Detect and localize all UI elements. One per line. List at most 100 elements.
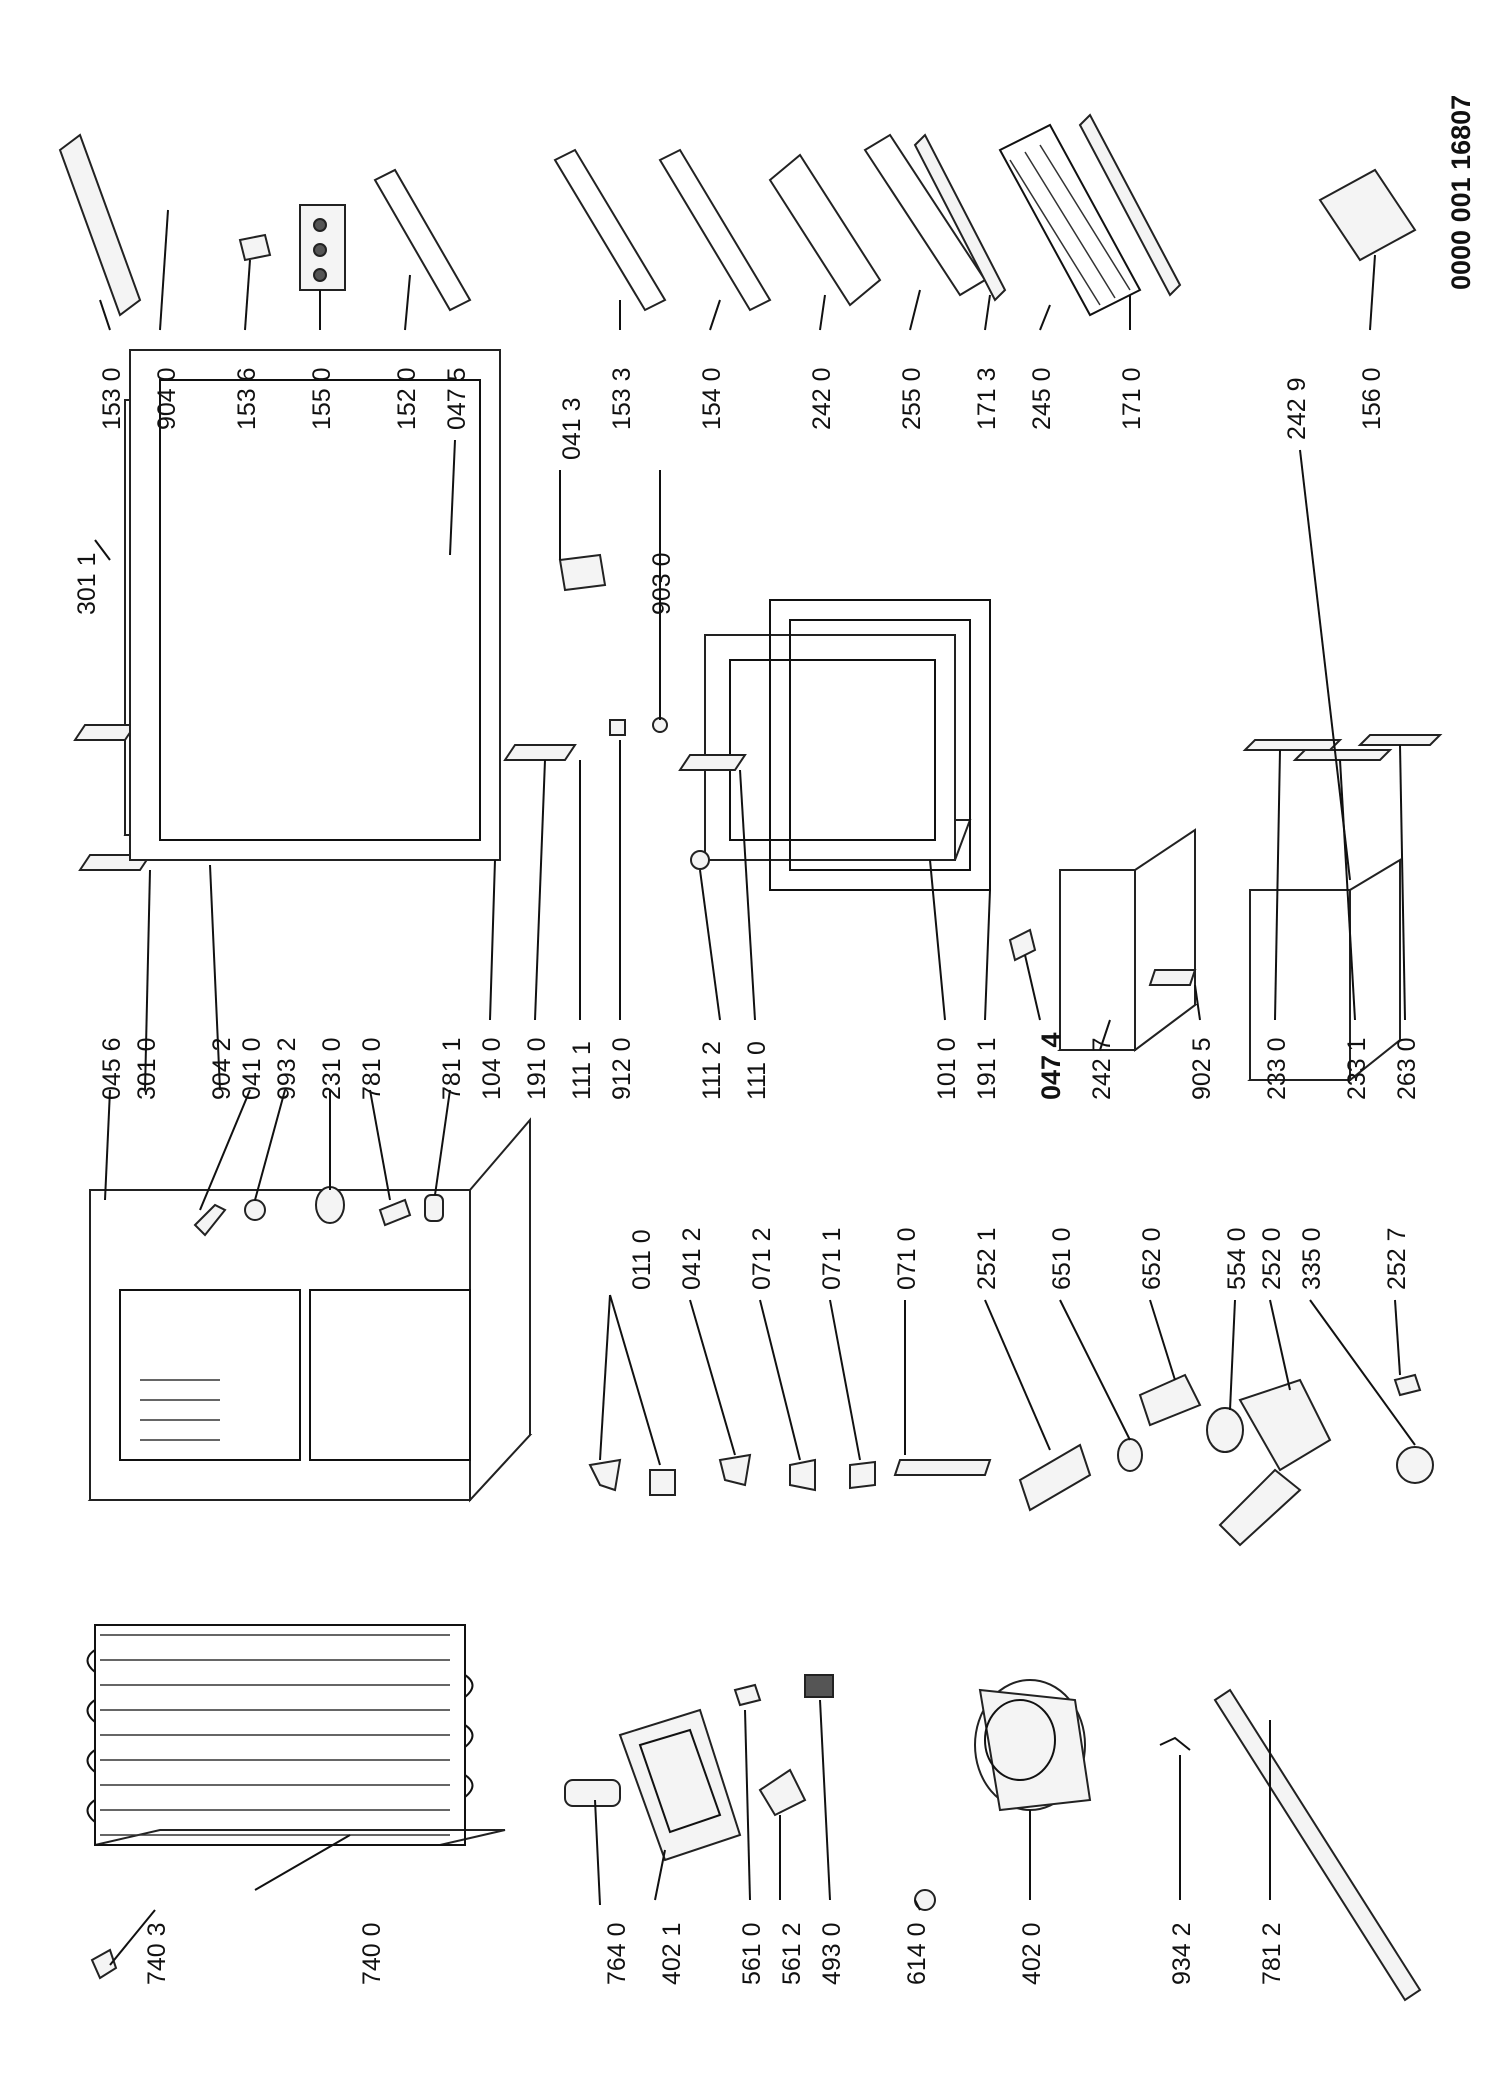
condenser-spacer-part bbox=[564, 1779, 621, 1807]
label-152-0: 152 0 bbox=[393, 367, 421, 430]
document-code: 0000 001 16807 bbox=[1446, 95, 1476, 290]
hinge-cover-part bbox=[193, 1203, 227, 1237]
label-041-2: 041 2 bbox=[678, 1227, 706, 1290]
label-153-6: 153 6 bbox=[233, 367, 261, 430]
label-071-0: 071 0 bbox=[893, 1227, 921, 1290]
relay-part bbox=[758, 1768, 807, 1817]
label-047-4: 047 4 bbox=[1036, 1032, 1066, 1100]
label-301-1: 301 1 bbox=[73, 552, 101, 615]
part-labels: 740 3 740 0 764 0 402 1 561 0 561 2 493 … bbox=[73, 95, 1476, 1985]
shelf-front-trim-part bbox=[1078, 113, 1182, 297]
label-402-0: 402 0 bbox=[1018, 1922, 1046, 1985]
label-233-1: 233 1 bbox=[1343, 1037, 1371, 1100]
knob-part bbox=[1396, 1446, 1434, 1484]
thermostat-part bbox=[1138, 1373, 1202, 1427]
condenser-coil bbox=[86, 1624, 506, 1846]
label-191-0: 191 0 bbox=[523, 1037, 551, 1100]
overload-part bbox=[804, 1674, 834, 1698]
label-781-0: 781 0 bbox=[358, 1037, 386, 1100]
label-045-6: 045 6 bbox=[98, 1037, 126, 1100]
screw-part bbox=[378, 1198, 412, 1227]
condenser-clip-part bbox=[90, 1948, 118, 1980]
label-493-0: 493 0 bbox=[818, 1922, 846, 1985]
label-934-2: 934 2 bbox=[1168, 1922, 1196, 1985]
freezer-gasket-part bbox=[769, 599, 991, 891]
label-904-0: 904 0 bbox=[153, 367, 181, 430]
clip-part bbox=[1393, 1373, 1422, 1397]
label-740-0: 740 0 bbox=[358, 1922, 386, 1985]
label-156-0: 156 0 bbox=[1358, 367, 1386, 430]
label-993-2: 993 2 bbox=[273, 1037, 301, 1100]
label-301-0: 301 0 bbox=[133, 1037, 161, 1100]
label-764-0: 764 0 bbox=[603, 1922, 631, 1985]
door-bottle-rack-part bbox=[58, 133, 142, 317]
label-781-1: 781 1 bbox=[438, 1037, 466, 1100]
hinge-parts bbox=[588, 1453, 876, 1496]
label-252-1: 252 1 bbox=[973, 1227, 1001, 1290]
label-902-5: 902 5 bbox=[1188, 1037, 1216, 1100]
door-seal-strip-part bbox=[503, 744, 577, 761]
label-652-0: 652 0 bbox=[1138, 1227, 1166, 1290]
bracket-part bbox=[558, 553, 607, 592]
label-904-2: 904 2 bbox=[208, 1037, 236, 1100]
screw-cap-part bbox=[652, 717, 668, 733]
crisper-drawer-part bbox=[1057, 828, 1198, 1052]
control-housing-part bbox=[1218, 1378, 1332, 1547]
label-561-2: 561 2 bbox=[778, 1922, 806, 1985]
corner-bracket-part bbox=[1008, 928, 1037, 962]
label-242-7: 242 7 bbox=[1088, 1037, 1116, 1100]
door-gasket-part bbox=[129, 349, 501, 861]
label-071-1: 071 1 bbox=[818, 1227, 846, 1290]
cabinet-part bbox=[87, 1117, 533, 1503]
pin-part bbox=[609, 719, 626, 736]
label-242-9: 242 9 bbox=[1283, 377, 1311, 440]
small-knob-part bbox=[690, 850, 710, 870]
label-154-0: 154 0 bbox=[698, 367, 726, 430]
door-shelf-part bbox=[373, 168, 472, 312]
dairy-cover-part bbox=[238, 233, 272, 262]
label-104-0: 104 0 bbox=[478, 1037, 506, 1100]
door-shelf-top-part bbox=[73, 724, 137, 741]
bearing-part bbox=[244, 1199, 266, 1221]
wire-shelf-part bbox=[998, 123, 1142, 317]
label-614-0: 614 0 bbox=[903, 1922, 931, 1985]
label-263-0: 263 0 bbox=[1393, 1037, 1421, 1100]
label-912-0: 912 0 bbox=[608, 1037, 636, 1100]
evaporator-tray-part bbox=[618, 1708, 742, 1862]
label-651-0: 651 0 bbox=[1048, 1227, 1076, 1290]
label-111-2: 111 2 bbox=[698, 1041, 726, 1100]
label-233-0: 233 0 bbox=[1263, 1037, 1291, 1100]
door-rail-part bbox=[893, 1459, 992, 1476]
label-111-1: 111 1 bbox=[568, 1041, 596, 1100]
label-011-0: 011 0 bbox=[628, 1229, 656, 1290]
label-231-0: 231 0 bbox=[318, 1037, 346, 1100]
label-041-0: 041 0 bbox=[238, 1037, 266, 1100]
label-101-0: 101 0 bbox=[933, 1037, 961, 1100]
light-cover-part bbox=[1018, 1443, 1092, 1512]
label-242-0: 242 0 bbox=[808, 367, 836, 430]
label-171-3: 171 3 bbox=[973, 367, 1001, 430]
shelf-trim-part bbox=[913, 133, 1007, 302]
freezer-handle-part bbox=[678, 754, 747, 771]
freezer-door-part bbox=[703, 634, 972, 861]
label-255-0: 255 0 bbox=[898, 367, 926, 430]
label-245-0: 245 0 bbox=[1028, 367, 1056, 430]
plug-part bbox=[424, 1194, 444, 1222]
label-781-2: 781 2 bbox=[1258, 1922, 1286, 1985]
label-903-0: 903 0 bbox=[648, 552, 676, 615]
capillary-part bbox=[1159, 1736, 1191, 1751]
valve-part bbox=[733, 1683, 762, 1707]
fan-part bbox=[1206, 1407, 1244, 1453]
drawer-rail-part bbox=[1148, 969, 1197, 986]
label-071-2: 071 2 bbox=[748, 1227, 776, 1290]
label-155-0: 155 0 bbox=[308, 367, 336, 430]
ice-cube-tray-part bbox=[1318, 168, 1417, 262]
label-191-1: 191 1 bbox=[973, 1037, 1001, 1100]
freezer-drawer-part bbox=[1247, 858, 1403, 1083]
label-252-0: 252 0 bbox=[1258, 1227, 1286, 1290]
foot-part bbox=[315, 1186, 345, 1224]
back-plate-part bbox=[1213, 1688, 1422, 2002]
label-252-7: 252 7 bbox=[1383, 1227, 1411, 1290]
bottle-shelf-upper-part bbox=[553, 148, 667, 312]
